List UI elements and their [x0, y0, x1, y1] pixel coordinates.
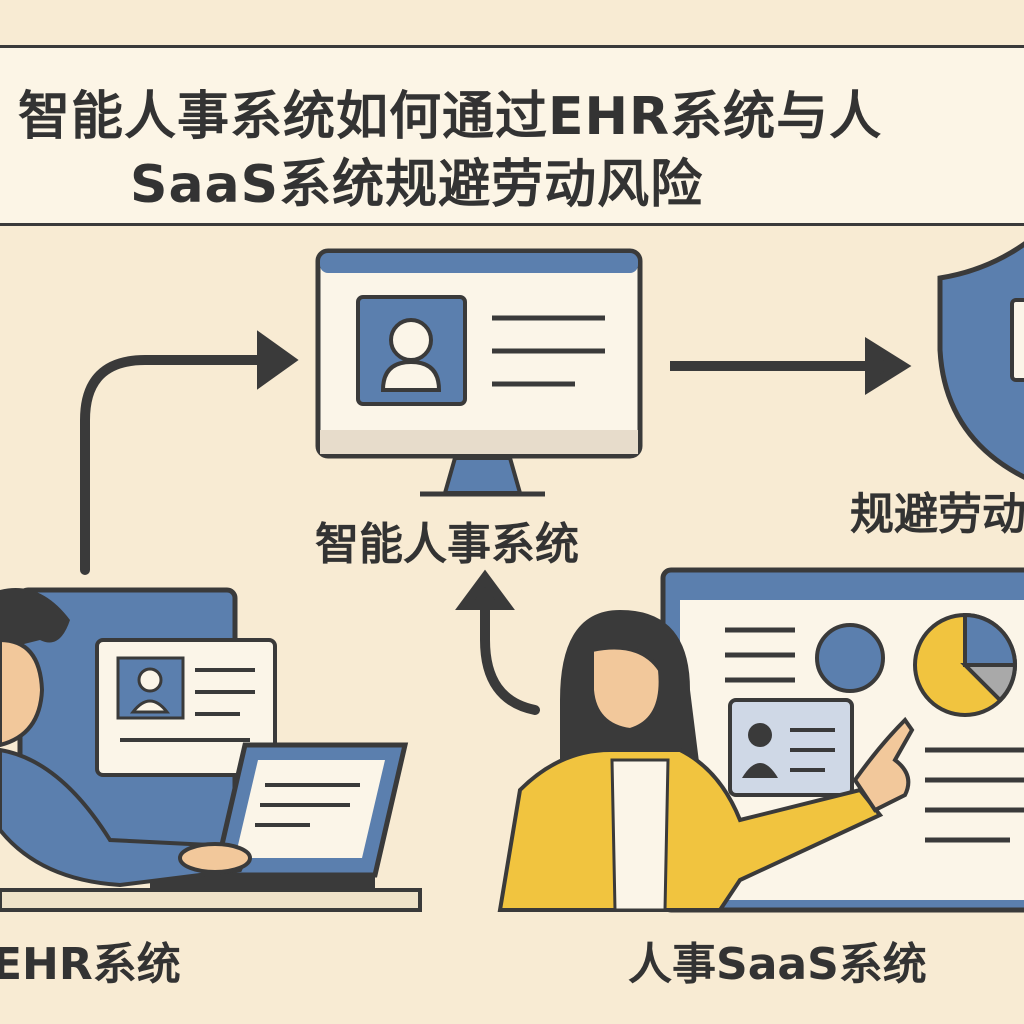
smart-hr-label: 智能人事系统: [315, 519, 579, 570]
monitor-icon: [315, 248, 643, 497]
person-icon: [0, 588, 252, 888]
saas-scene: [497, 567, 1024, 913]
profile-card-icon: [728, 698, 854, 797]
person-icon: [497, 610, 915, 912]
profile-card-icon: [95, 638, 277, 777]
pie-chart-icon: [913, 612, 1018, 717]
title-banner: [0, 45, 1024, 226]
shield-icon: [937, 241, 1024, 480]
ehr-scene: [0, 587, 422, 912]
hr-saas-label: 人事SaaS系统: [628, 939, 927, 990]
arrow-smart-to-shield-icon: [670, 336, 912, 396]
title-line-2: SaaS系统规避劳动风险: [130, 155, 704, 215]
avoid-risk-label: 规避劳动: [850, 489, 1024, 540]
laptop-icon: [0, 742, 422, 912]
ehr-label: EHR系统: [0, 939, 181, 990]
title-line-1: 智能人事系统如何通过EHR系统与人: [18, 87, 883, 147]
arrow-ehr-to-smart-icon: [80, 330, 299, 575]
arrow-saas-to-smart-icon: [455, 569, 540, 715]
